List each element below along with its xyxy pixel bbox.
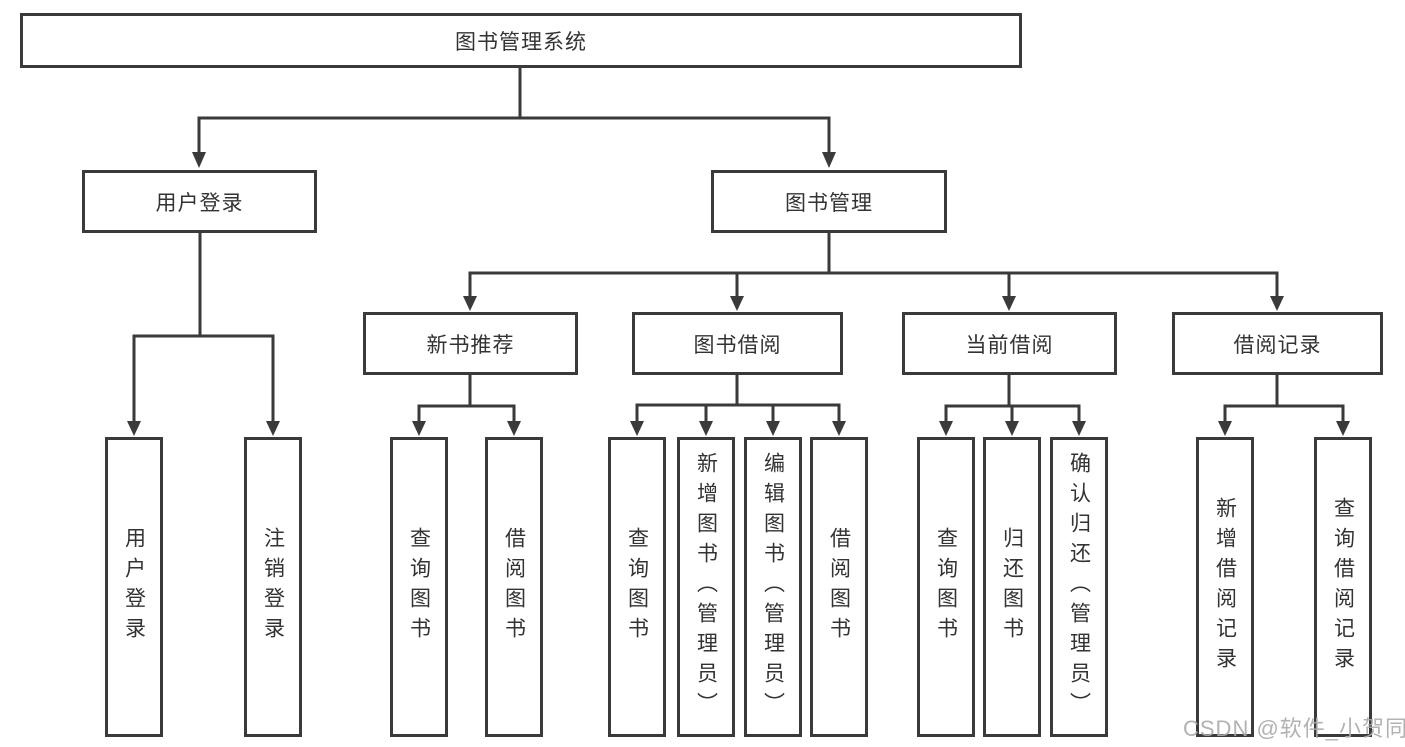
watermark: CSDN @软件_小贺同学 bbox=[1183, 716, 1405, 741]
leaf-recommend-borrow-books: 借阅图书 bbox=[485, 437, 543, 737]
node-book-management: 图书管理 bbox=[711, 170, 947, 233]
leaf-borrow-query-books: 查询图书 bbox=[608, 437, 666, 737]
leaf-current-return-books: 归还图书 bbox=[983, 437, 1041, 737]
node-book-borrow: 图书借阅 bbox=[632, 312, 843, 375]
node-root: 图书管理系统 bbox=[20, 13, 1022, 68]
leaf-logout: 注销登录 bbox=[244, 437, 302, 737]
leaf-user-login: 用户登录 bbox=[105, 437, 163, 737]
leaf-borrow-borrow-books: 借阅图书 bbox=[810, 437, 868, 737]
leaf-records-add-record: 新增借阅记录 bbox=[1196, 437, 1254, 737]
node-current-borrow: 当前借阅 bbox=[902, 312, 1117, 375]
leaf-borrow-edit-books-admin: 编辑图书（管理员） bbox=[744, 437, 802, 737]
node-user-login: 用户登录 bbox=[82, 170, 317, 233]
leaf-recommend-query-books: 查询图书 bbox=[390, 437, 448, 737]
leaf-borrow-add-books-admin: 新增图书（管理员） bbox=[677, 437, 735, 737]
node-borrow-records: 借阅记录 bbox=[1172, 312, 1383, 375]
node-new-book-recommend: 新书推荐 bbox=[363, 312, 578, 375]
leaf-records-query-record: 查询借阅记录 bbox=[1314, 437, 1372, 737]
leaf-current-confirm-return-admin: 确认归还（管理员） bbox=[1050, 437, 1108, 737]
leaf-current-query-books: 查询图书 bbox=[917, 437, 975, 737]
